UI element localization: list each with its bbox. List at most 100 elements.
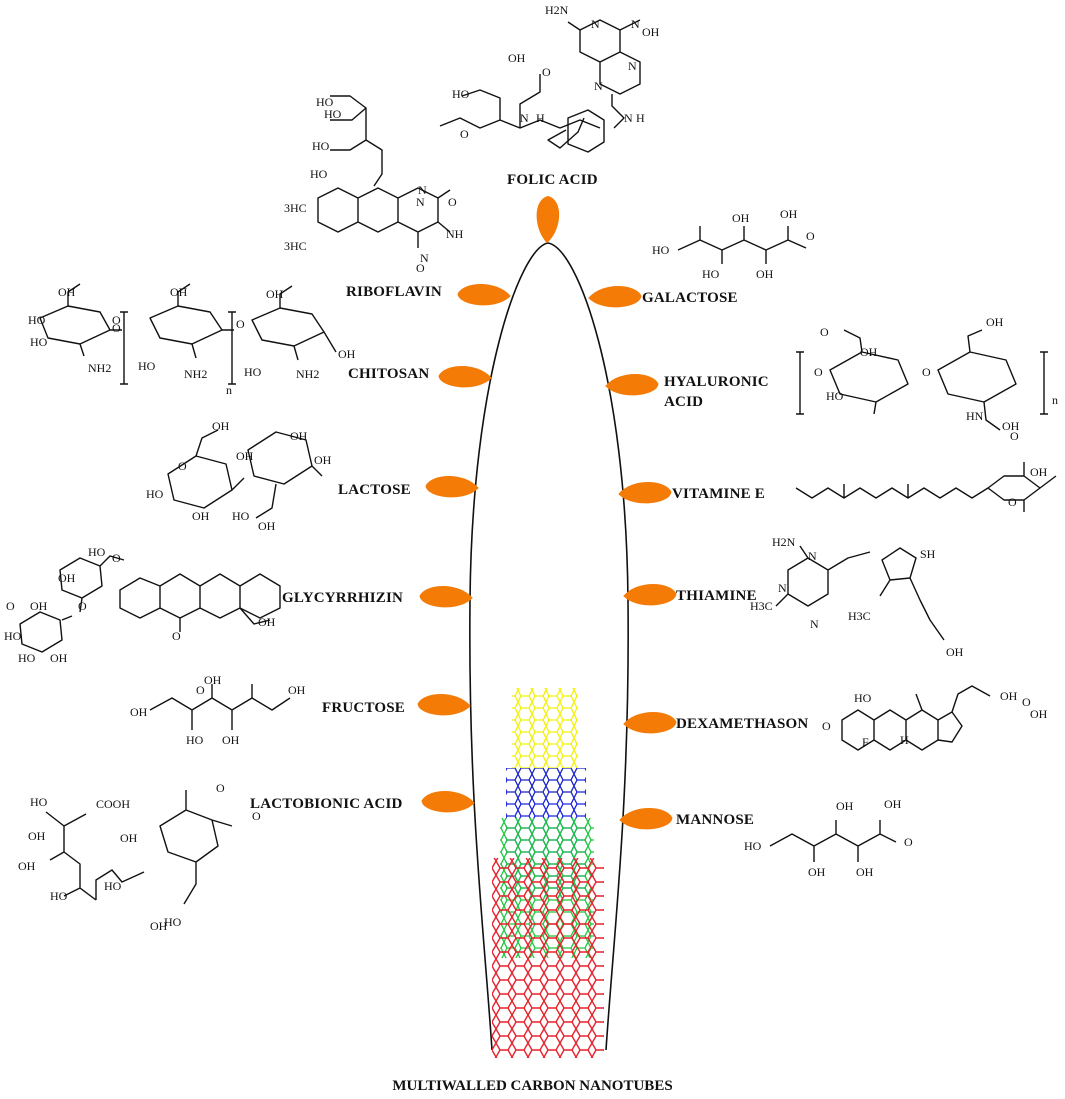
label-lactobionic-acid: LACTOBIONIC ACID [250, 796, 403, 812]
structure-lactobionic [45, 790, 233, 905]
atom-label-glycyrrhizin: HO [88, 545, 106, 559]
atom-label-folic: N [628, 59, 637, 73]
atom-label-galactose: O [806, 229, 815, 243]
atom-label-hyaluronic: HO [826, 389, 844, 403]
atom-label-chitosan: OH [266, 287, 284, 301]
atom-label-chitosan: HO [30, 335, 48, 349]
atom-label-riboflavin: O [416, 261, 425, 275]
atom-label-mannose: OH [808, 865, 826, 879]
atom-label-fructose: O [196, 683, 205, 697]
structure-chitosan [39, 283, 337, 385]
atom-label-riboflavin: NH [446, 227, 464, 241]
atom-label-lactobionic: OH [120, 831, 138, 845]
atom-label-folic: N [631, 17, 640, 31]
atom-label-dexamethason: HO [854, 691, 872, 705]
ligand-drop-lactose [425, 476, 479, 498]
ligand-drop-vitamine-e [618, 482, 672, 504]
ligand-markers [417, 196, 677, 830]
atom-label-glycyrrhizin: O [172, 629, 181, 643]
atom-label-lactobionic: HO [30, 795, 48, 809]
atom-label-chitosan: NH2 [184, 367, 207, 381]
atom-label-riboflavin: N [416, 195, 425, 209]
atom-label-chitosan: O [112, 321, 121, 335]
atom-label-glycyrrhizin: HO [4, 629, 22, 643]
label-riboflavin: RIBOFLAVIN [346, 284, 442, 300]
atom-label-dexamethason: OH [1000, 689, 1018, 703]
atom-label-chitosan: O [236, 317, 245, 331]
atom-label-riboflavin: N [420, 251, 429, 265]
ligand-drop-folic-acid [536, 196, 560, 243]
atom-label-hyaluronic: OH [860, 345, 878, 359]
atom-label-thiamine: H3C [750, 599, 773, 613]
atom-label-thiamine: N [778, 581, 787, 595]
ligand-drop-dexamethason [623, 712, 677, 734]
label-hyaluronic-line2: ACID [664, 394, 704, 410]
nanotube-walls [492, 688, 604, 1058]
atom-label-riboflavin: N [418, 183, 427, 197]
atom-label-chitosan: NH2 [88, 361, 111, 375]
atom-label-hyaluronic: O [922, 365, 931, 379]
atom-label-folic: N [594, 79, 603, 93]
atom-label-dexamethason: OH [1030, 707, 1048, 721]
atom-label-lactobionic: OH [18, 859, 36, 873]
atom-label-folic: H2N [545, 3, 569, 17]
label-folic-acid: FOLIC ACID [507, 172, 598, 188]
atom-label-glycyrrhizin: O [112, 551, 121, 565]
atom-label-galactose: HO [652, 243, 670, 257]
structure-hyaluronic [796, 329, 1048, 431]
atom-label-riboflavin: HO [324, 107, 342, 121]
atom-label-fructose: OH [130, 705, 148, 719]
label-vitamine-e: VITAMINE E [672, 486, 765, 502]
atom-label-lactobionic: OH [28, 829, 46, 843]
atom-label-riboflavin: HO [312, 139, 330, 153]
label-chitosan: CHITOSAN [348, 366, 430, 382]
atom-label-dexamethason: O [822, 719, 831, 733]
atom-label-vitamine-e: O [1008, 495, 1017, 509]
atom-label-galactose: OH [732, 211, 750, 225]
atom-label-riboflavin: 3HC [284, 201, 307, 215]
atom-label-lactose: HO [232, 509, 250, 523]
atom-label-fructose: HO [186, 733, 204, 747]
atom-label-mannose: OH [856, 865, 874, 879]
ligand-drop-lactobionic [421, 791, 475, 813]
atom-label-lactose: OH [314, 453, 332, 467]
figure-caption-multiwalled-carbon-nanotubes: MULTIWALLED CARBON NANOTUBES [392, 1078, 673, 1094]
label-hyaluronic-acid: HYALURONIC ACID [664, 372, 769, 412]
atom-label-lactobionic: COOH [96, 797, 130, 811]
atom-label-chitosan: HO [138, 359, 156, 373]
atom-label-lactose: OH [212, 419, 230, 433]
label-hyaluronic-line1: HYALURONIC [664, 374, 769, 390]
atom-label-galactose: OH [756, 267, 774, 281]
atom-label-glycyrrhizin: OH [30, 599, 48, 613]
atom-label-folic: N [624, 111, 633, 125]
atom-label-thiamine: H3C [848, 609, 871, 623]
atom-label-hyaluronic: HN [966, 409, 984, 423]
ligand-drop-mannose [619, 808, 673, 830]
atom-label-lactose: OH [192, 509, 210, 523]
atom-label-lactobionic: HO [104, 879, 122, 893]
atom-label-glycyrrhizin: OH [258, 615, 276, 629]
atom-label-folic: O [460, 127, 469, 141]
nanotube-capsule-outline [469, 242, 629, 1051]
atom-label-lactobionic: O [216, 781, 225, 795]
atom-label-glycyrrhizin: O [6, 599, 15, 613]
atom-label-chitosan: n [226, 383, 232, 397]
atom-label-lactobionic: HO [50, 889, 68, 903]
atom-label-dexamethason: F [862, 735, 869, 749]
ligand-drop-galactose [588, 286, 642, 308]
atom-label-lactose: OH [290, 429, 308, 443]
structure-folic-acid [439, 19, 641, 153]
atom-label-glycyrrhizin: O [78, 599, 87, 613]
atom-label-folic: OH [508, 51, 526, 65]
atom-label-chitosan: OH [58, 285, 76, 299]
atom-label-lactose: OH [236, 449, 254, 463]
structure-riboflavin [317, 95, 451, 248]
structure-lactose [167, 429, 323, 519]
atom-label-thiamine: N [808, 549, 817, 563]
ligand-drop-fructose [417, 694, 471, 716]
atom-label-lactobionic: O [252, 809, 261, 823]
atom-label-lactose: HO [146, 487, 164, 501]
atom-label-lactose: OH [258, 519, 276, 533]
